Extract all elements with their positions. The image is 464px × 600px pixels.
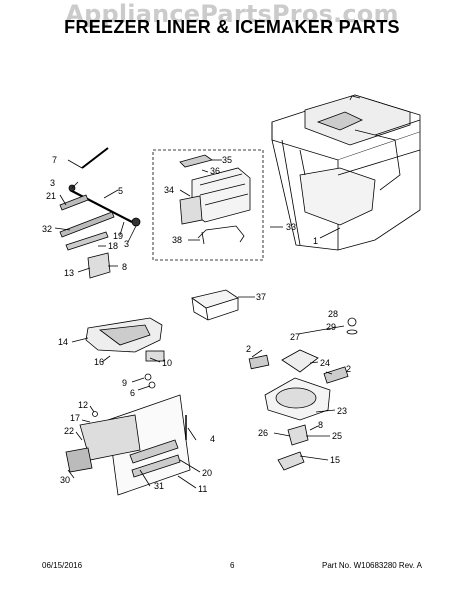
callout-8a: 8 xyxy=(122,262,127,272)
callout-26: 26 xyxy=(258,428,268,438)
callout-14: 14 xyxy=(58,337,68,347)
callout-34: 34 xyxy=(164,185,174,195)
callout-29: 29 xyxy=(326,322,336,332)
callout-19: 19 xyxy=(113,231,123,241)
leader-lines xyxy=(54,159,345,489)
callout-36: 36 xyxy=(210,166,220,176)
callout-27: 27 xyxy=(290,332,300,342)
footer-page-number: 6 xyxy=(230,561,235,570)
bottom-duct-drawing xyxy=(65,394,191,496)
ice-bin-drawing xyxy=(191,289,239,321)
callout-labels: 7 3 5 21 32 19 3 18 13 8 34 35 36 33 38 … xyxy=(42,155,351,494)
callout-33: 33 xyxy=(286,222,296,232)
callout-15: 15 xyxy=(330,455,340,465)
bushing-3b xyxy=(131,217,141,227)
callout-3b: 3 xyxy=(124,239,129,249)
part-28 xyxy=(347,317,357,327)
slide-32 xyxy=(59,211,115,238)
callout-10: 10 xyxy=(162,358,172,368)
callout-28: 28 xyxy=(328,309,338,319)
freezer-liner-drawing xyxy=(271,94,421,251)
callout-37: 37 xyxy=(256,292,266,302)
callout-21: 21 xyxy=(46,191,56,201)
callout-2a: 2 xyxy=(246,344,251,354)
page-title: FREEZER LINER & ICEMAKER PARTS xyxy=(64,17,400,37)
bracket-13 xyxy=(87,252,111,279)
callout-22: 22 xyxy=(64,426,74,436)
part-29 xyxy=(346,329,358,335)
callout-31: 31 xyxy=(154,481,164,491)
callout-23: 23 xyxy=(337,406,347,416)
callout-35: 35 xyxy=(222,155,232,165)
icemaker-assembly-box xyxy=(152,149,264,261)
footer-date: 06/15/2016 xyxy=(42,561,83,570)
callout-38: 38 xyxy=(172,235,182,245)
callout-16: 16 xyxy=(94,357,104,367)
callout-4: 4 xyxy=(210,434,215,444)
pad-10 xyxy=(145,350,165,362)
callout-17: 17 xyxy=(70,413,80,423)
callout-1: 1 xyxy=(313,236,318,246)
callout-8b: 8 xyxy=(318,420,323,430)
callout-6: 6 xyxy=(130,388,135,398)
callout-24: 24 xyxy=(320,358,330,368)
fan-housing-drawing xyxy=(248,349,349,471)
watermark-text: AppliancePartsPros.com xyxy=(65,0,399,28)
callout-12: 12 xyxy=(78,400,88,410)
callout-2b: 2 xyxy=(346,364,351,374)
callout-7: 7 xyxy=(52,155,57,165)
rod-7 xyxy=(81,147,109,169)
icemaker-drawing xyxy=(179,154,251,245)
callout-30: 30 xyxy=(60,475,70,485)
part-9 xyxy=(144,373,152,381)
callout-32: 32 xyxy=(42,224,52,234)
callout-11: 11 xyxy=(198,484,207,494)
callout-20: 20 xyxy=(202,468,212,478)
rod-5 xyxy=(69,189,133,223)
callout-9: 9 xyxy=(122,378,127,388)
callout-18: 18 xyxy=(108,241,118,251)
callout-25: 25 xyxy=(332,431,342,441)
footer-part-number: Part No. W10683280 Rev. A xyxy=(322,561,422,570)
cover-14-drawing xyxy=(85,317,163,353)
callout-13: 13 xyxy=(64,268,74,278)
fan-blade-24 xyxy=(281,349,319,373)
slide-21 xyxy=(59,194,89,211)
callout-5: 5 xyxy=(118,186,123,196)
callout-3a: 3 xyxy=(50,178,55,188)
part-6 xyxy=(148,381,156,389)
slide-18 xyxy=(65,231,109,251)
